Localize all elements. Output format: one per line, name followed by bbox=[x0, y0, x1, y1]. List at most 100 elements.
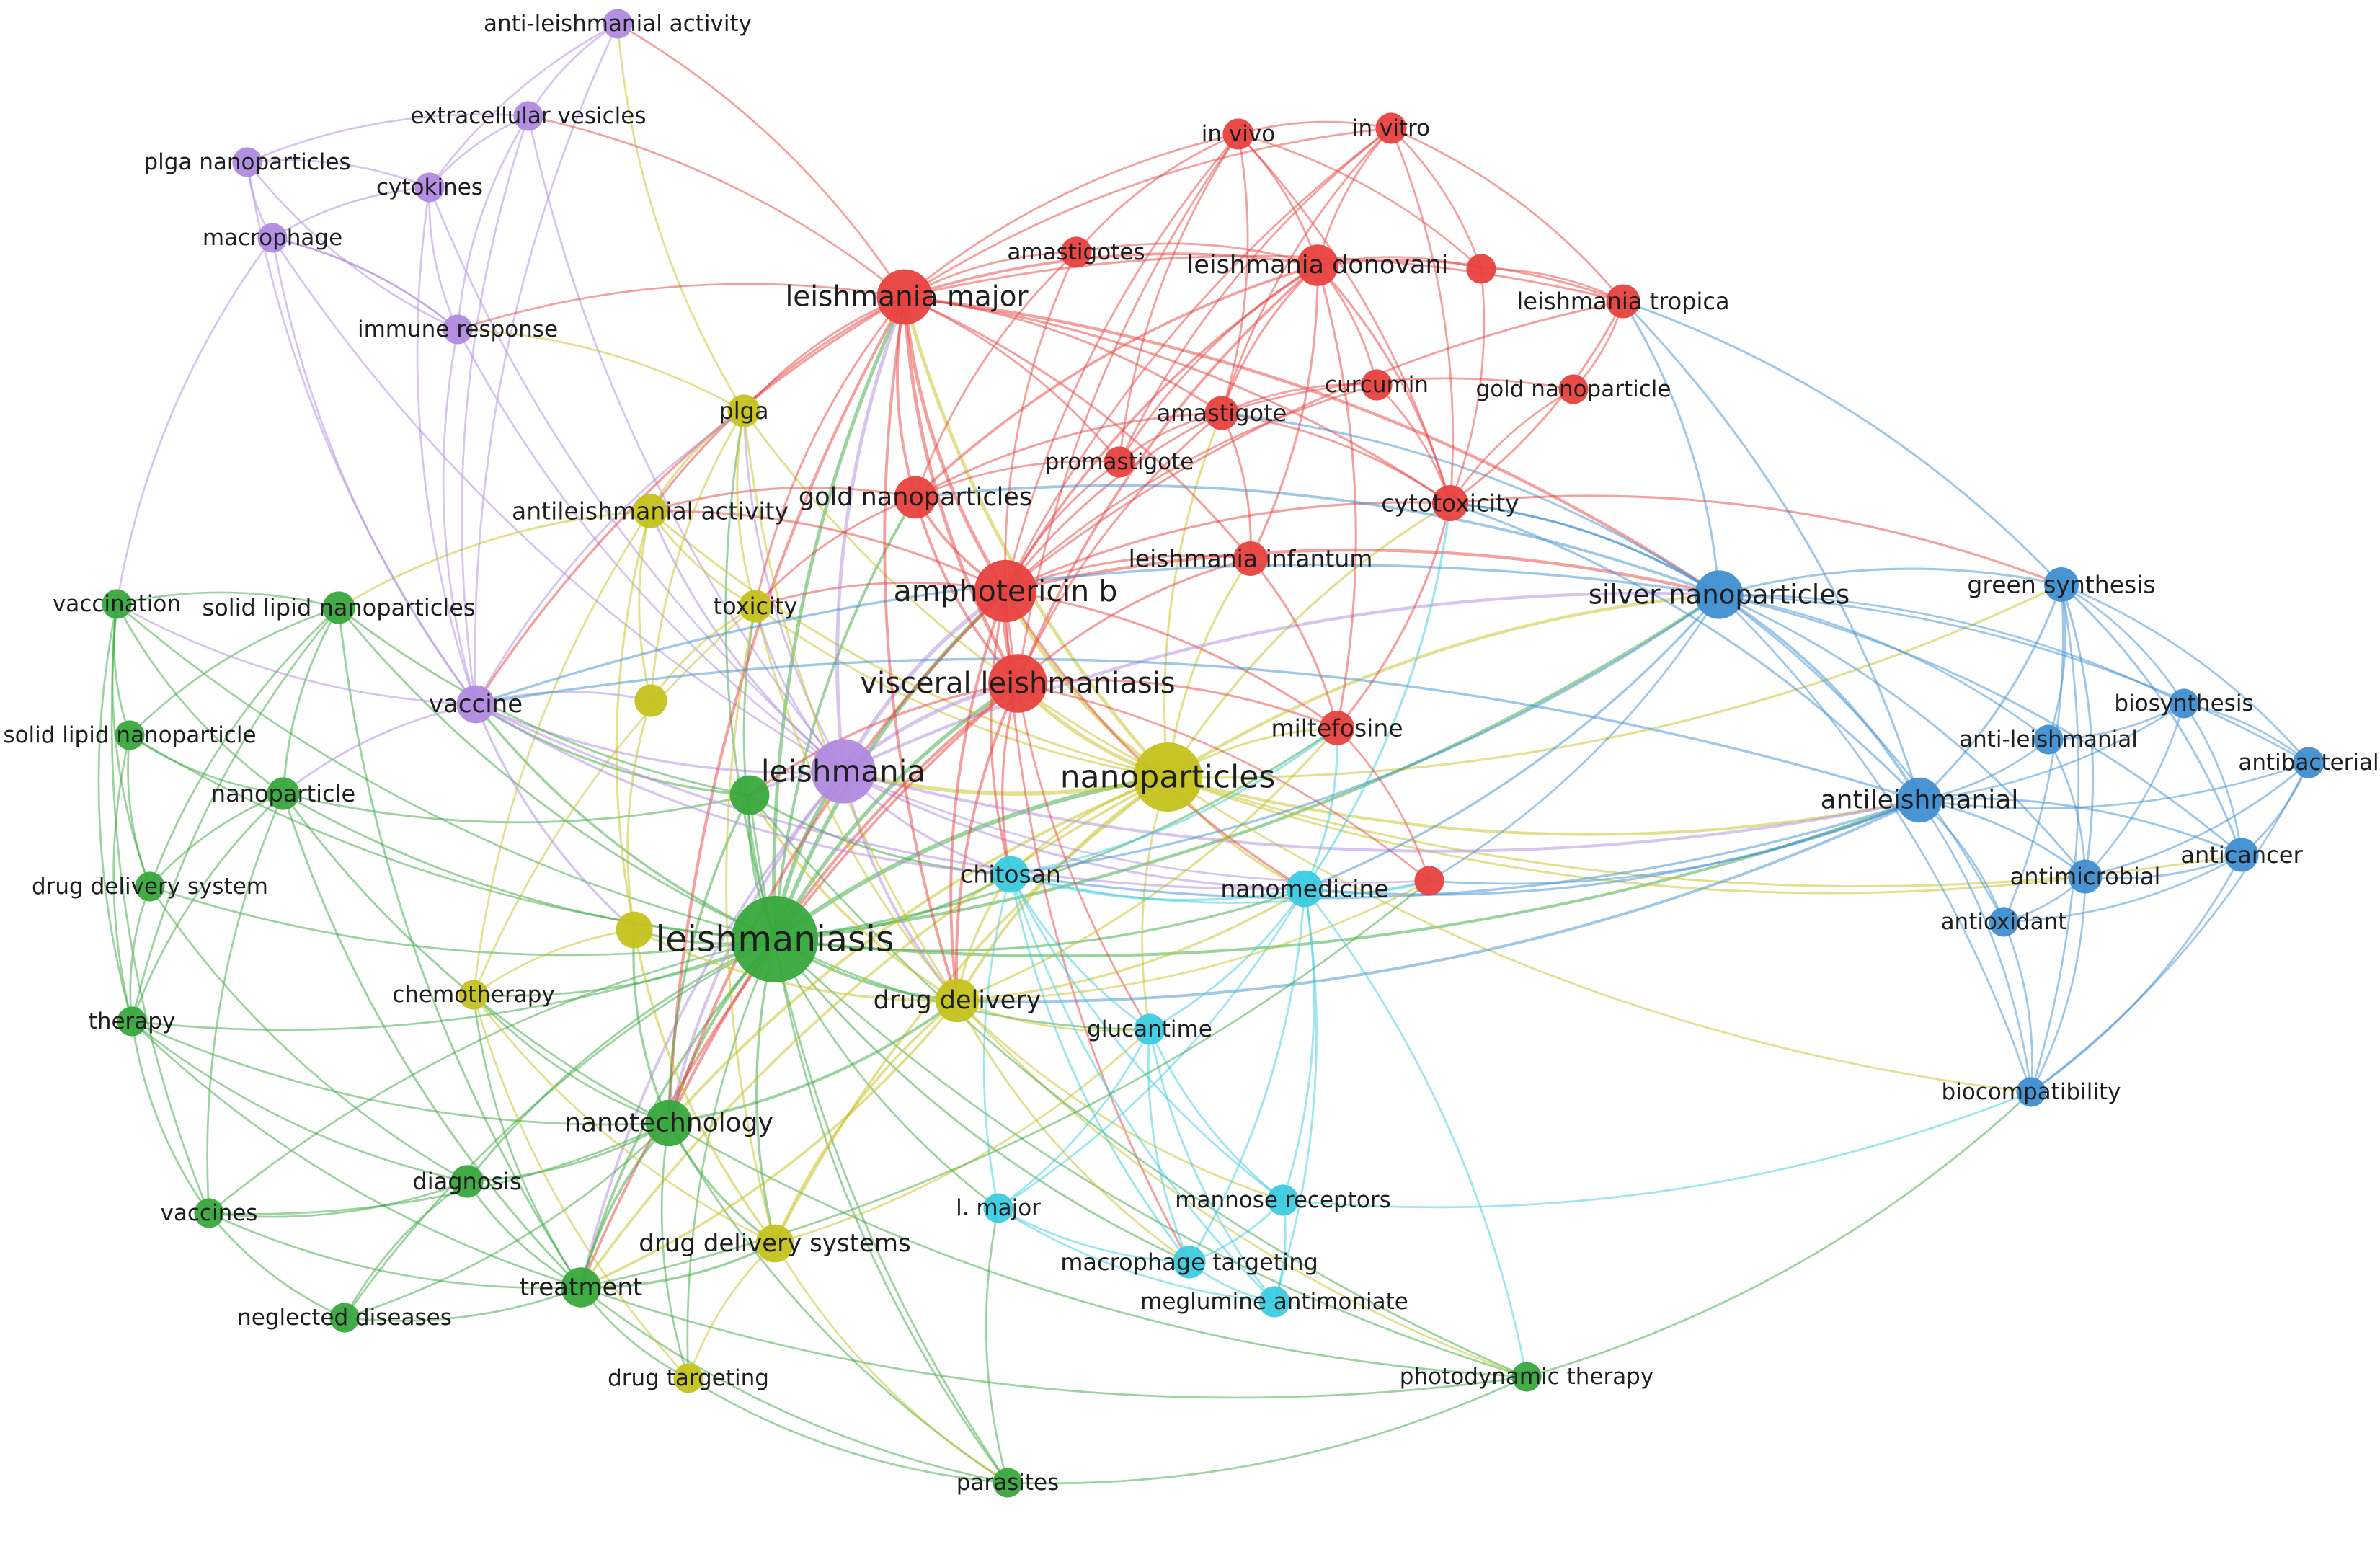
node-silver-nanoparticles[interactable] bbox=[1695, 570, 1744, 619]
node-immune-response[interactable] bbox=[443, 314, 473, 345]
node-meglumine-antimoniate[interactable] bbox=[1258, 1286, 1290, 1318]
node-anticancer[interactable] bbox=[2224, 838, 2259, 872]
label-plga: plga bbox=[719, 397, 768, 425]
node-cytokines[interactable] bbox=[414, 172, 445, 203]
node-plga[interactable] bbox=[727, 394, 760, 427]
node-amastigotes[interactable] bbox=[1060, 236, 1092, 268]
edge-leishmania--nanomedicine bbox=[843, 770, 1305, 890]
edges-layer bbox=[97, 22, 2310, 1485]
node-unlabeled-red-1[interactable] bbox=[1466, 254, 1496, 284]
node-antimicrobial[interactable] bbox=[2068, 859, 2103, 894]
label-gold-nanoparticles: gold nanoparticles bbox=[799, 483, 1032, 512]
node-parasites[interactable] bbox=[993, 1468, 1023, 1498]
node-macrophage-targeting[interactable] bbox=[1173, 1246, 1206, 1279]
node-vaccines[interactable] bbox=[194, 1198, 224, 1228]
node-leishmaniasis[interactable] bbox=[732, 896, 818, 982]
edge-cytokines--anti-leishmanial-activity bbox=[428, 22, 618, 188]
edge-amphotericin-b--leishmania-donovani bbox=[1004, 264, 1319, 592]
node-miltefosine[interactable] bbox=[1320, 711, 1354, 745]
edge-silver-nanoparticles--antimicrobial bbox=[1718, 593, 2087, 877]
node-unlabeled-yellow-1[interactable] bbox=[616, 911, 653, 949]
edge-nanotechnology--photodynamic-therapy bbox=[668, 1122, 1527, 1378]
node-nanoparticle[interactable] bbox=[267, 777, 300, 810]
node-nanomedicine[interactable] bbox=[1286, 870, 1323, 908]
node-unlabeled-red-2[interactable] bbox=[1414, 866, 1444, 896]
node-promastigote[interactable] bbox=[1104, 446, 1135, 478]
label-immune-response: immune response bbox=[358, 316, 558, 342]
label-nanomedicine: nanomedicine bbox=[1220, 875, 1388, 903]
node-visceral-leishmaniasis[interactable] bbox=[988, 654, 1047, 713]
node-amphotericin-b[interactable] bbox=[974, 559, 1037, 623]
node-drug-delivery-systems[interactable] bbox=[755, 1224, 794, 1263]
node-antileishmanial-activity[interactable] bbox=[633, 494, 667, 528]
node-anti-leishmanial-activity[interactable] bbox=[603, 9, 633, 39]
node-amastigote[interactable] bbox=[1204, 396, 1239, 430]
node-macrophage[interactable] bbox=[257, 223, 288, 253]
edge-photodynamic-therapy--biocompatibility bbox=[1526, 1091, 2032, 1378]
edge-leishmania-tropica--silver-nanoparticles bbox=[1622, 301, 1720, 595]
node-therapy[interactable] bbox=[117, 1006, 147, 1037]
node-gold-nanoparticles[interactable] bbox=[894, 476, 937, 519]
edge-gold-nanoparticles--promastigote bbox=[915, 460, 1120, 499]
label-cytotoxicity: cytotoxicity bbox=[1381, 489, 1519, 518]
node-extracellular-vesicles[interactable] bbox=[513, 101, 543, 131]
node-solid-lipid-nanoparticles[interactable] bbox=[322, 591, 355, 624]
node-biosynthesis[interactable] bbox=[2169, 688, 2199, 719]
node-drug-delivery-system[interactable] bbox=[135, 871, 165, 902]
node-antileishmanial[interactable] bbox=[1896, 777, 1942, 823]
node-nanoparticles[interactable] bbox=[1133, 742, 1202, 812]
edge-leishmaniasis--drug-targeting bbox=[686, 939, 776, 1379]
node-glucantime[interactable] bbox=[1134, 1013, 1165, 1045]
edge-antileishmanial-activity--chemotherapy bbox=[472, 510, 652, 995]
node-leishmania-donovani[interactable] bbox=[1297, 244, 1338, 286]
node-vaccination[interactable] bbox=[102, 589, 132, 619]
node-neglected-diseases[interactable] bbox=[329, 1303, 360, 1333]
edge-green-synthesis--anticancer bbox=[2060, 583, 2243, 856]
node-nanotechnology[interactable] bbox=[645, 1099, 693, 1147]
edge-mannose-receptors--biocompatibility bbox=[1282, 1091, 2032, 1209]
node-chitosan[interactable] bbox=[992, 856, 1029, 893]
node-leishmania-tropica[interactable] bbox=[1606, 284, 1640, 319]
edge-nanomedicine--glucantime bbox=[1149, 888, 1306, 1031]
node-mannose-receptors[interactable] bbox=[1267, 1184, 1299, 1216]
node-curcumin[interactable] bbox=[1361, 369, 1393, 401]
node-chemotherapy[interactable] bbox=[458, 980, 489, 1010]
label-amastigote: amastigote bbox=[1157, 399, 1287, 427]
node-diagnosis[interactable] bbox=[450, 1165, 484, 1198]
node-leishmania[interactable] bbox=[811, 739, 876, 804]
node-drug-delivery[interactable] bbox=[935, 978, 980, 1023]
edge-macrophage--immune-response bbox=[272, 236, 458, 331]
node-vaccine[interactable] bbox=[456, 685, 495, 724]
node-antioxidant[interactable] bbox=[1989, 907, 2019, 937]
edge-nanotechnology--chemotherapy bbox=[473, 994, 670, 1124]
node-leishmania-major[interactable] bbox=[876, 269, 933, 325]
node-green-synthesis[interactable] bbox=[2044, 567, 2079, 602]
node-in-vivo[interactable] bbox=[1222, 118, 1254, 150]
edge-leishmania-major--toxicity bbox=[754, 296, 906, 607]
edge-antileishmanial--drug-delivery bbox=[956, 799, 1920, 1003]
node-leishmania-infantum[interactable] bbox=[1233, 541, 1268, 576]
node-toxicity[interactable] bbox=[739, 590, 772, 623]
edge-glucantime--macrophage-targeting bbox=[1147, 1029, 1191, 1263]
edge-solid-lipid-nanoparticles--unlabeled-green bbox=[338, 606, 750, 797]
node-unlabeled-green[interactable] bbox=[729, 775, 770, 815]
edge-silver-nanoparticles--biosynthesis bbox=[1718, 593, 2185, 705]
node-cytotoxicity[interactable] bbox=[1432, 485, 1468, 521]
node-gold-nanoparticle[interactable] bbox=[1558, 374, 1589, 404]
edge-cytotoxicity--unlabeled-red-1 bbox=[1449, 268, 1486, 504]
node-photodynamic-therapy[interactable] bbox=[1511, 1362, 1542, 1392]
node-drug-targeting[interactable] bbox=[673, 1363, 703, 1393]
node-l-major[interactable] bbox=[983, 1193, 1013, 1223]
node-solid-lipid-nanoparticle[interactable] bbox=[115, 720, 145, 750]
edge-leishmania-tropica--antileishmanial bbox=[1622, 300, 1921, 801]
node-antibacterial[interactable] bbox=[2293, 747, 2325, 778]
node-treatment[interactable] bbox=[561, 1267, 601, 1308]
edge-leishmania-donovani--leishmania-infantum bbox=[1249, 265, 1319, 559]
node-anti-leishmanial[interactable] bbox=[2033, 724, 2064, 755]
edge-leishmania-donovani--miltefosine bbox=[1316, 265, 1357, 729]
node-biocompatibility[interactable] bbox=[2016, 1077, 2046, 1107]
node-unlabeled-yellow-2[interactable] bbox=[634, 684, 667, 717]
edge-treatment--vaccines bbox=[208, 1212, 582, 1290]
node-plga-nanoparticles[interactable] bbox=[232, 147, 262, 177]
node-in-vitro[interactable] bbox=[1375, 112, 1407, 144]
